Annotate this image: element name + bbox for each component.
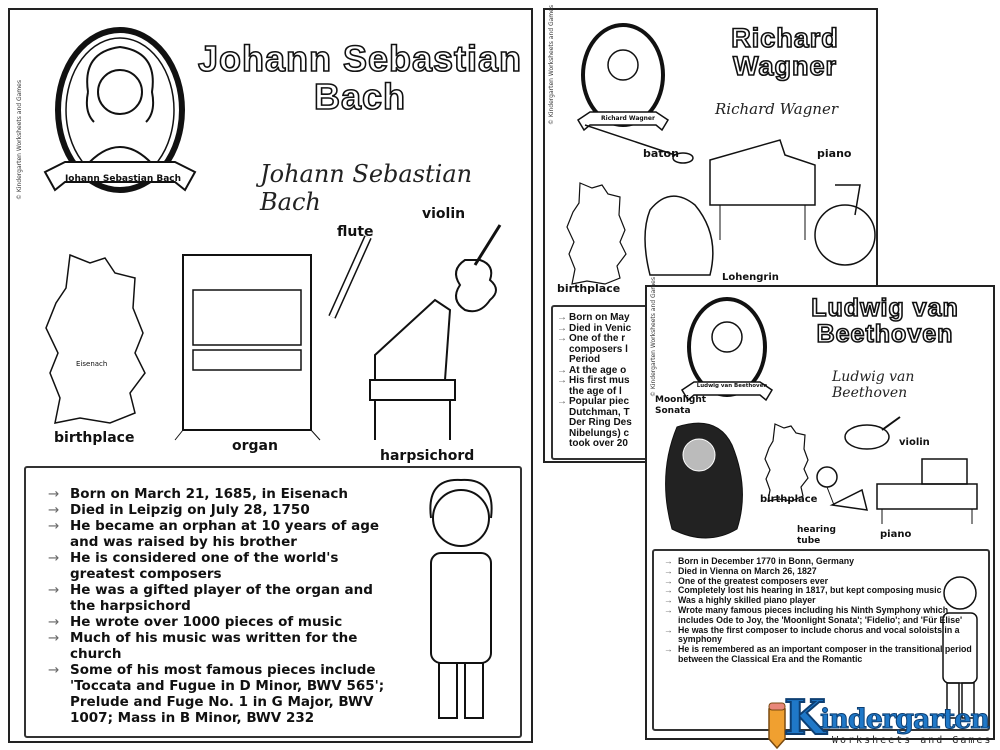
label-birthplace: birthplace	[54, 430, 135, 446]
label-flute: flute	[337, 224, 374, 240]
fact-item: Born on May	[557, 312, 643, 324]
fact-item: Born in December 1770 in Bonn, Germany	[664, 556, 980, 567]
fact-item: He became an orphan at 10 years of age a…	[48, 518, 388, 550]
hearing-tube-illustration	[816, 466, 868, 511]
logo-wordmark: indergarten	[819, 704, 990, 735]
germany-map	[566, 182, 627, 285]
label-piano: piano	[817, 147, 852, 160]
page-title: Ludwig van Beethoven	[810, 294, 959, 349]
fact-item: Completely lost his hearing in 1817, but…	[664, 586, 980, 596]
label-baton: baton	[643, 147, 679, 160]
germany-map	[764, 423, 809, 502]
bach-figure-illustration	[429, 478, 493, 719]
fact-item: He is considered one of the world's grea…	[48, 550, 388, 582]
fact-item: Much of his music was written for the ch…	[48, 630, 388, 662]
lohengrin-illustration	[644, 195, 714, 276]
label-hearing-tube: hearing tube	[797, 525, 836, 546]
fact-item: He wrote over 1000 pieces of music	[48, 614, 388, 630]
portrait-frame	[680, 297, 774, 402]
fact-item: At the age o	[557, 365, 643, 377]
page-title: Richard Wagner	[730, 23, 839, 82]
logo-tagline: Worksheets and Games	[832, 735, 993, 746]
beethoven-worksheet: © Kindergarten Worksheets and Games Ludw…	[645, 277, 995, 740]
fact-item: He is remembered as an important compose…	[664, 644, 980, 665]
label-organ: organ	[232, 438, 278, 454]
pencil-icon	[768, 702, 786, 750]
signature: Johann Sebastian Bach	[260, 160, 473, 216]
baton-illustration	[584, 124, 694, 164]
fact-item: Died in Vienna on March 26, 1827	[664, 566, 980, 577]
fact-item: Born on March 21, 1685, in Eisenach	[48, 486, 388, 502]
harpsichord-illustration	[369, 298, 456, 440]
french-horn-illustration	[814, 184, 876, 266]
moonlight-sonata-illustration	[665, 422, 743, 539]
piano-illustration	[709, 139, 816, 240]
fact-item: Died in Leipzig on July 28, 1750	[48, 502, 388, 518]
portrait-banner-label: Richard Wagner	[601, 115, 655, 122]
label-violin: violin	[899, 437, 930, 448]
violin-illustration	[844, 416, 901, 450]
label-harpsichord: harpsichord	[380, 448, 475, 464]
fact-item: Wrote many famous pieces including his N…	[664, 605, 980, 626]
fact-item: One of the greatest composers ever	[664, 576, 980, 587]
label-violin: violin	[422, 206, 466, 222]
map-city-label: Eisenach	[76, 360, 108, 368]
germany-map	[45, 253, 146, 424]
organ-illustration	[174, 254, 321, 441]
facts-box: Born on March 21, 1685, in Eisenach Died…	[24, 466, 522, 738]
portrait-banner-label: Johann Sebastian Bach	[64, 174, 182, 184]
label-lohengrin: Lohengrin	[722, 272, 779, 283]
fact-item: His first mus the age of l	[557, 375, 643, 397]
copyright-text: © Kindergarten Worksheets and Games	[548, 5, 555, 125]
kindergarten-logo: K indergarten Worksheets and Games	[762, 693, 1000, 750]
page-title: Johann Sebastian Bach	[197, 38, 523, 117]
label-birthplace: birthplace	[760, 494, 818, 505]
copyright-text: © Kindergarten Worksheets and Games	[16, 80, 23, 200]
fact-item: One of the r composers l Period	[557, 333, 643, 366]
fact-item: He was the first composer to include cho…	[664, 625, 980, 646]
signature: Ludwig van Beethoven	[832, 369, 915, 401]
facts-box: Born in December 1770 in Bonn, Germany D…	[652, 549, 990, 731]
fact-item: Popular piec Dutchman, T Der Ring Des Ni…	[557, 396, 643, 450]
copyright-text: © Kindergarten Worksheets and Games	[650, 277, 657, 397]
violin-illustration	[455, 224, 502, 313]
fact-item: Was a highly skilled piano player	[664, 595, 980, 606]
fact-item: Died in Venic	[557, 323, 643, 335]
label-moonlight-sonata: Moonlight Sonata	[655, 395, 707, 416]
fact-item: Some of his most famous pieces include '…	[48, 662, 388, 726]
signature: Richard Wagner	[715, 100, 839, 118]
portrait-banner-label: Ludwig van Beethoven	[696, 383, 768, 389]
label-piano: piano	[880, 529, 912, 540]
fact-item: He was a gifted player of the organ and …	[48, 582, 388, 614]
bach-worksheet: © Kindergarten Worksheets and Games Joha…	[8, 8, 533, 743]
flute-illustration	[328, 235, 372, 319]
logo-letter-k: K	[783, 690, 827, 746]
portrait-frame	[576, 23, 670, 132]
piano-illustration	[876, 458, 978, 524]
label-birthplace: birthplace	[557, 282, 621, 295]
portrait-frame	[43, 27, 197, 193]
